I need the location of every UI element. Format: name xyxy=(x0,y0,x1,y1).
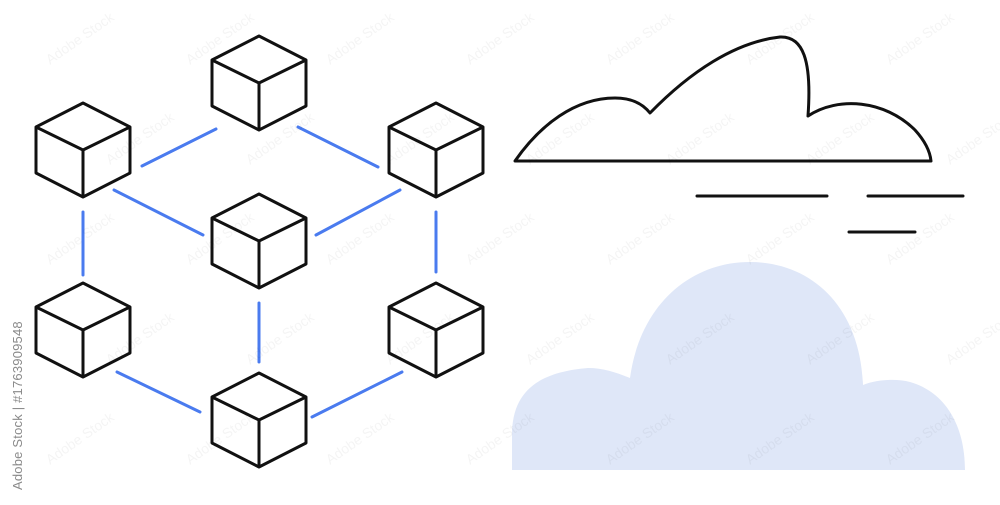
connector-line xyxy=(115,370,202,414)
cube-node-icon xyxy=(34,101,132,199)
outline-cloud-icon xyxy=(513,35,933,163)
cube-node-icon xyxy=(387,101,485,199)
speed-lines xyxy=(695,194,965,234)
connector-line xyxy=(296,125,380,169)
connector-line xyxy=(314,188,402,237)
network-connectors xyxy=(81,125,438,419)
filled-cloud-shape xyxy=(512,262,965,470)
cube-node-icon xyxy=(210,371,308,469)
side-caption: Adobe Stock | #1763909548 xyxy=(10,321,25,490)
cube-node-icon xyxy=(387,281,485,379)
cube-node-icon xyxy=(210,34,308,132)
connector-line xyxy=(310,370,404,419)
connector-line xyxy=(112,188,205,237)
cube-node-icon xyxy=(210,192,308,290)
cube-node-icon xyxy=(34,281,132,379)
blockchain-nodes xyxy=(34,34,485,469)
connector-line xyxy=(140,127,218,168)
